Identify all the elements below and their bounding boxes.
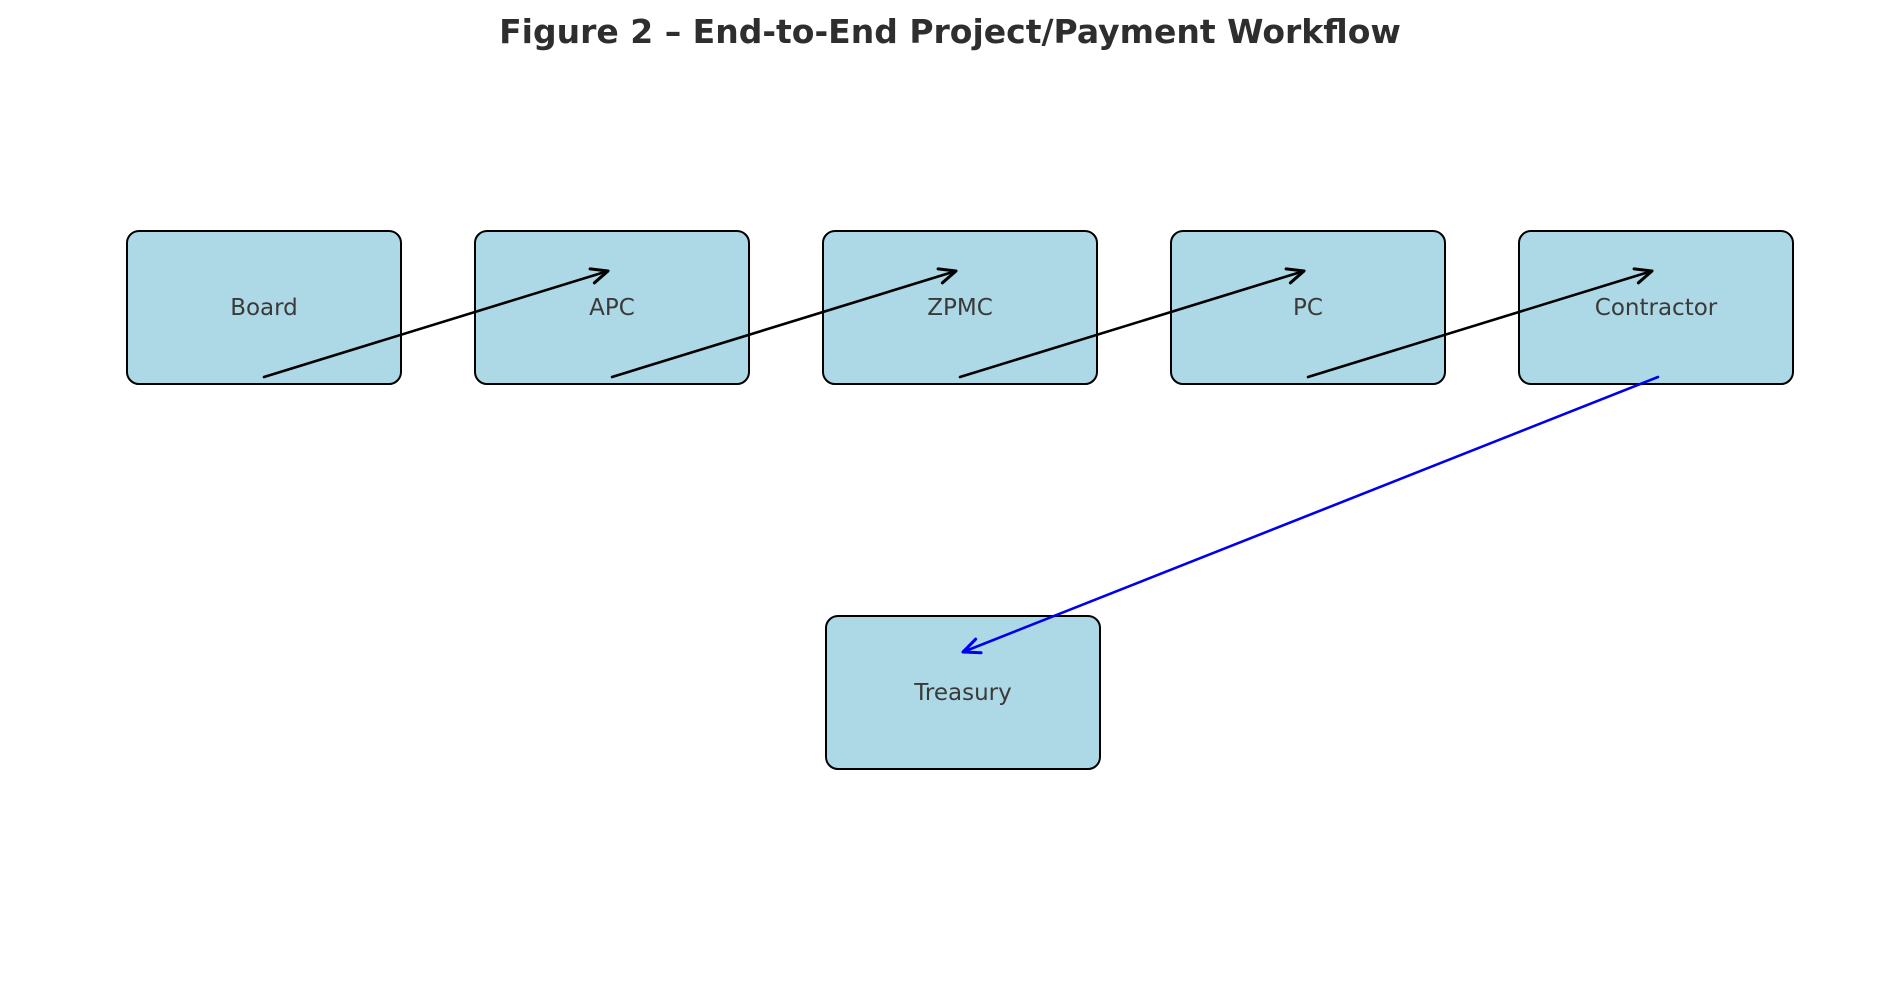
node-treasury-label: Treasury bbox=[914, 679, 1012, 706]
node-pc: PC bbox=[1170, 230, 1446, 385]
node-zpmc: ZPMC bbox=[822, 230, 1098, 385]
node-board: Board bbox=[126, 230, 402, 385]
node-treasury: Treasury bbox=[825, 615, 1101, 770]
node-contractor: Contractor bbox=[1518, 230, 1794, 385]
figure-title: Figure 2 – End-to-End Project/Payment Wo… bbox=[499, 12, 1401, 51]
arrow-contractor-to-treasury bbox=[961, 375, 1660, 655]
node-apc-label: APC bbox=[589, 294, 635, 321]
node-contractor-label: Contractor bbox=[1594, 294, 1718, 321]
node-apc: APC bbox=[474, 230, 750, 385]
node-board-label: Board bbox=[230, 294, 298, 321]
node-pc-label: PC bbox=[1293, 294, 1323, 321]
node-zpmc-label: ZPMC bbox=[927, 294, 993, 321]
